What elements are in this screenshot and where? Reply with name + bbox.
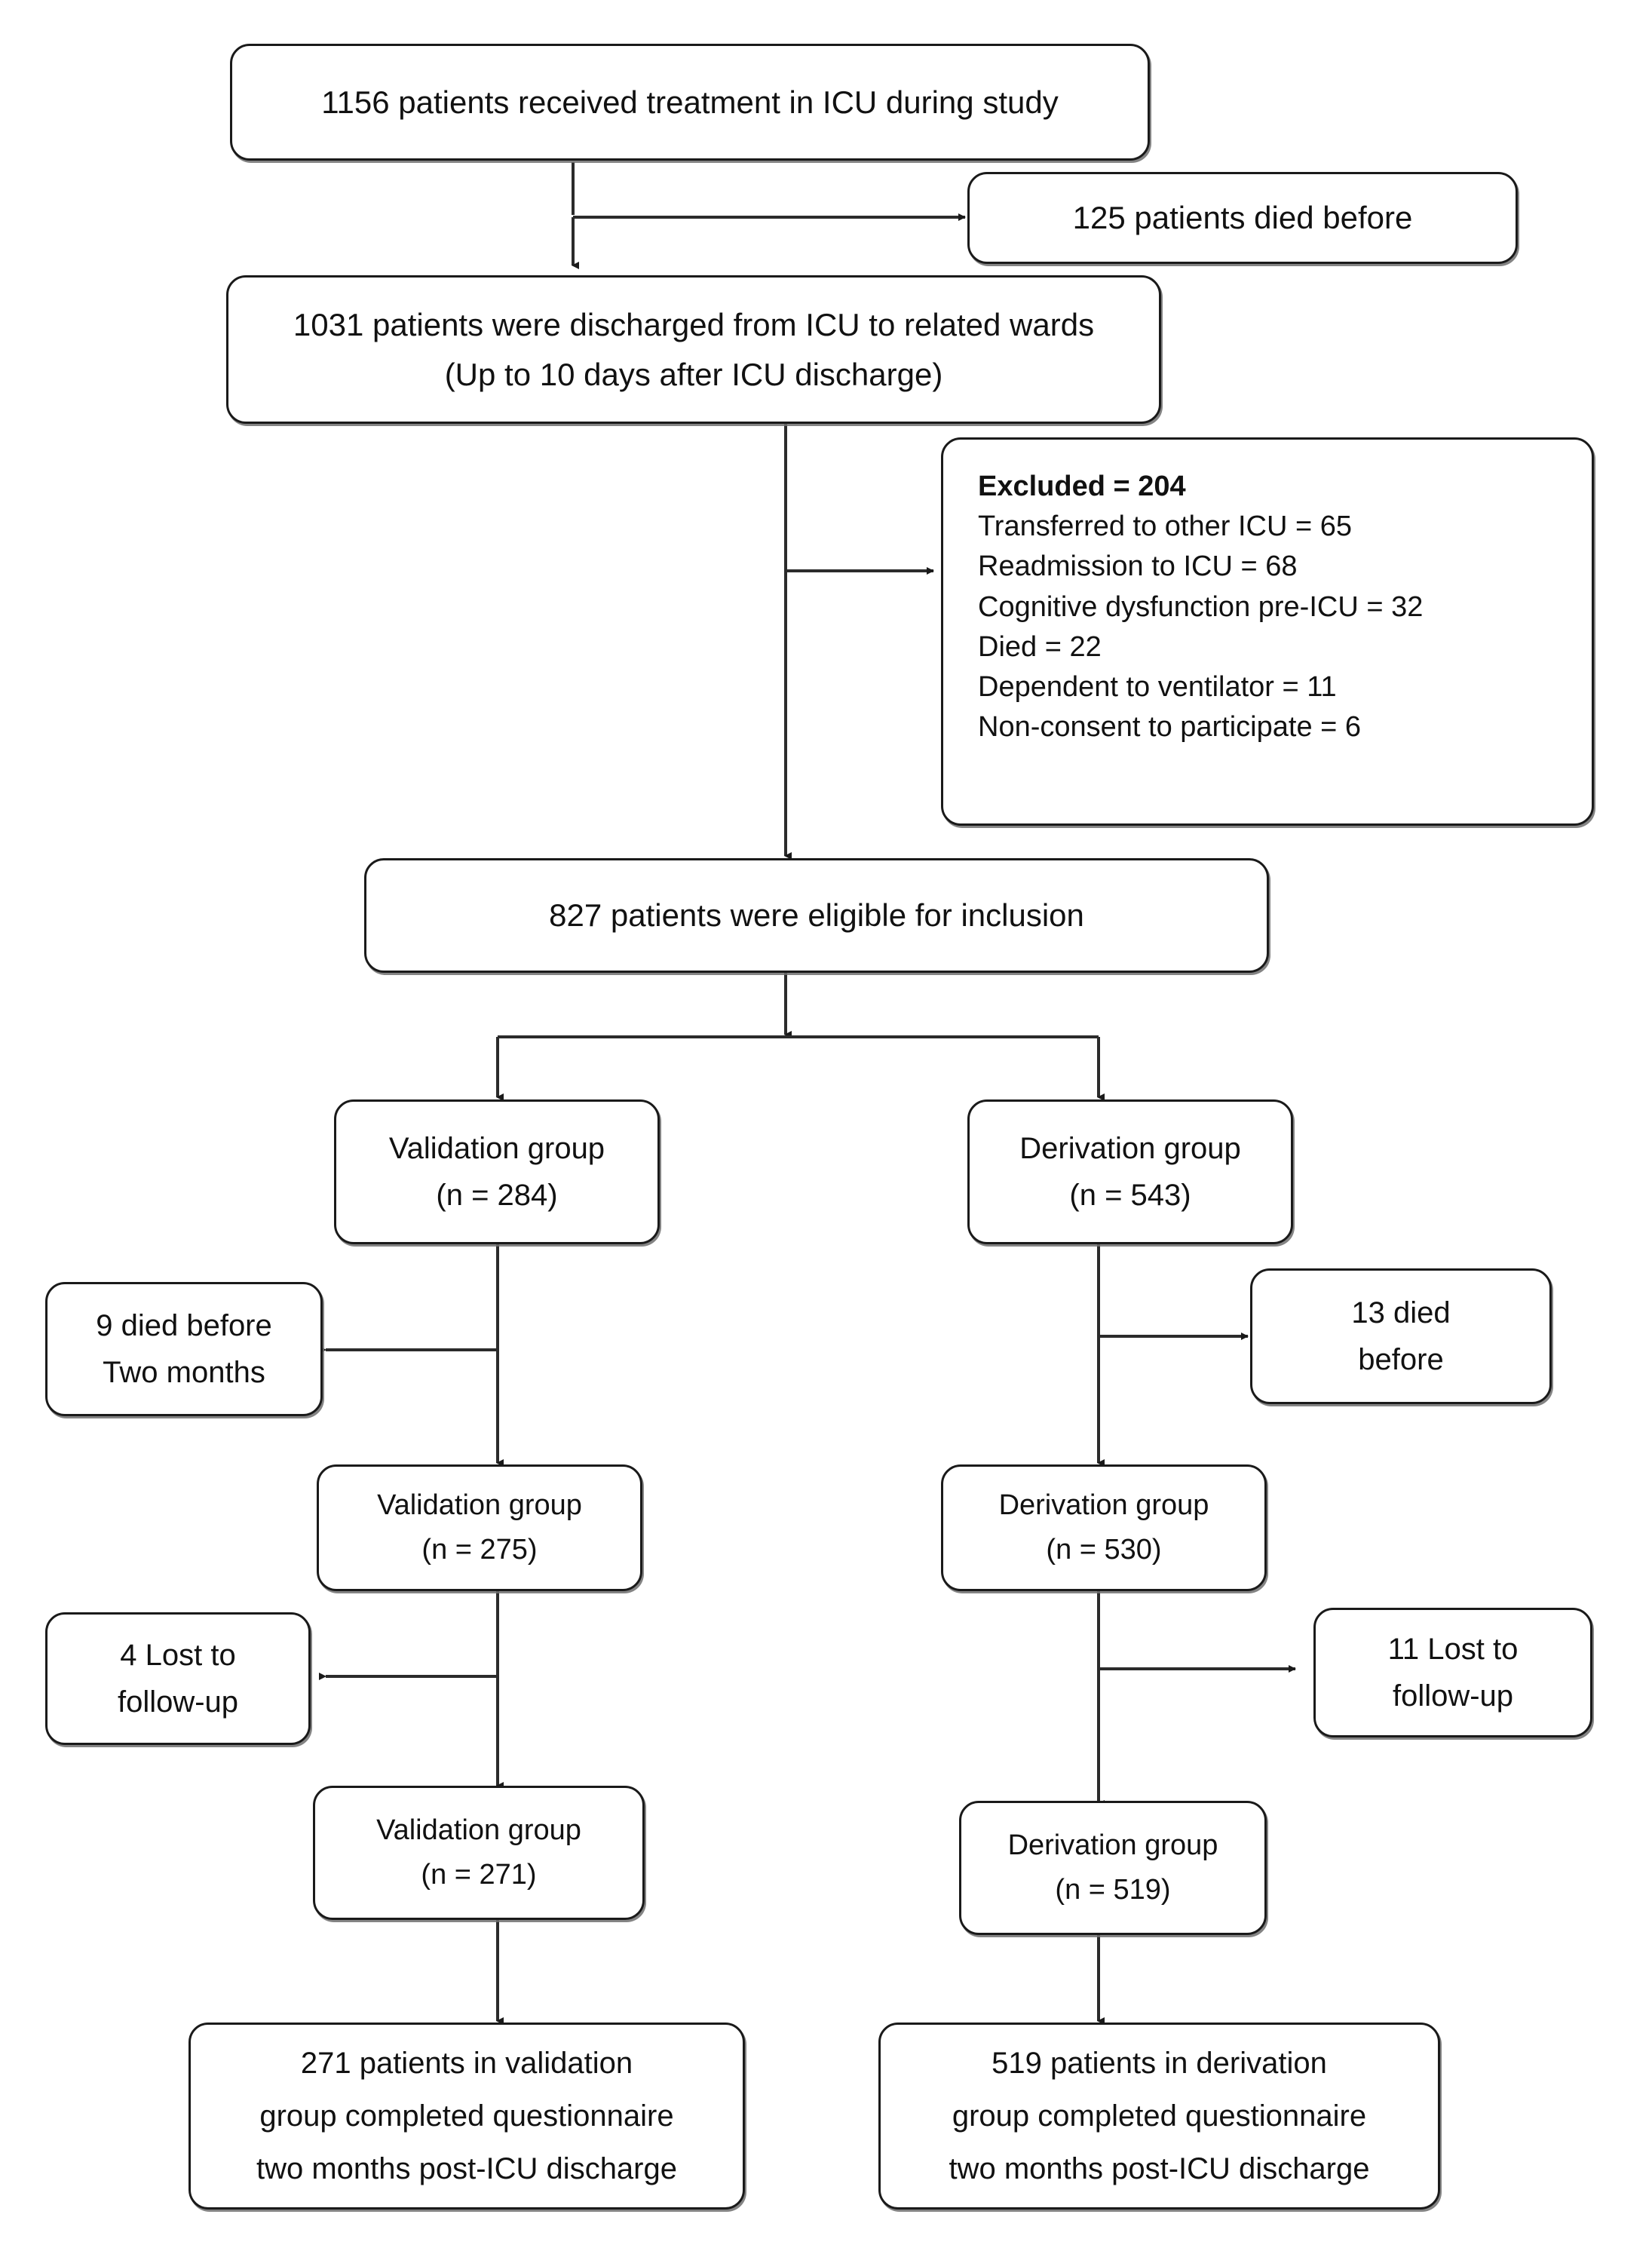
- node-validation-271-line-2: (n = 271): [421, 1859, 537, 1891]
- node-lost-11-line-2: follow-up: [1392, 1679, 1514, 1713]
- node-final-derivation-line-1: 519 patients in derivation: [992, 2047, 1327, 2080]
- node-died-9-line-1: 9 died before: [96, 1309, 272, 1342]
- node-died-before-125-line-1: 125 patients died before: [1072, 200, 1413, 235]
- node-final-validation-line-3: two months post-ICU discharge: [256, 2152, 677, 2185]
- node-derivation-530: Derivation group (n = 530): [941, 1464, 1267, 1591]
- node-died-13-line-2: before: [1358, 1343, 1444, 1376]
- node-excluded-item-1: Transferred to other ICU = 65: [978, 511, 1352, 543]
- node-lost-11: 11 Lost to follow-up: [1313, 1608, 1592, 1737]
- node-eligible-line-1: 827 patients were eligible for inclusion: [549, 897, 1084, 933]
- node-excluded: Excluded = 204 Transferred to other ICU …: [941, 437, 1594, 826]
- node-eligible: 827 patients were eligible for inclusion: [364, 858, 1269, 973]
- node-discharged-line-2: (Up to 10 days after ICU discharge): [444, 356, 943, 392]
- node-validation-284: Validation group (n = 284): [334, 1099, 660, 1244]
- node-validation-284-line-2: (n = 284): [436, 1179, 558, 1212]
- node-excluded-item-6: Non-consent to participate = 6: [978, 711, 1362, 744]
- node-died-9-line-2: Two months: [103, 1356, 265, 1389]
- node-excluded-item-3: Cognitive dysfunction pre-ICU = 32: [978, 590, 1424, 623]
- node-validation-275-line-1: Validation group: [377, 1489, 582, 1522]
- node-treated-line-1: 1156 patients received treatment in ICU …: [321, 84, 1059, 120]
- node-derivation-530-line-2: (n = 530): [1046, 1534, 1162, 1566]
- node-validation-284-line-1: Validation group: [388, 1132, 605, 1165]
- node-final-derivation-line-2: group completed questionnaire: [952, 2099, 1367, 2133]
- node-derivation-543-line-2: (n = 543): [1069, 1179, 1191, 1212]
- node-discharged: 1031 patients were discharged from ICU t…: [226, 275, 1161, 424]
- node-died-13: 13 died before: [1250, 1268, 1552, 1404]
- node-excluded-item-2: Readmission to ICU = 68: [978, 550, 1298, 583]
- node-lost-11-line-1: 11 Lost to: [1387, 1633, 1519, 1666]
- node-died-9: 9 died before Two months: [45, 1282, 323, 1416]
- node-derivation-543: Derivation group (n = 543): [967, 1099, 1293, 1244]
- node-died-13-line-1: 13 died: [1351, 1296, 1451, 1329]
- node-validation-271-line-1: Validation group: [376, 1814, 581, 1847]
- node-lost-4-line-1: 4 Lost to: [120, 1639, 236, 1672]
- node-derivation-519-line-2: (n = 519): [1055, 1874, 1171, 1906]
- node-lost-4-line-2: follow-up: [117, 1685, 239, 1719]
- node-final-validation-line-2: group completed questionnaire: [259, 2099, 674, 2133]
- node-excluded-item-4: Died = 22: [978, 630, 1102, 663]
- node-validation-275: Validation group (n = 275): [317, 1464, 642, 1591]
- node-derivation-543-line-1: Derivation group: [1019, 1132, 1241, 1165]
- node-final-derivation: 519 patients in derivation group complet…: [878, 2023, 1440, 2210]
- node-derivation-519: Derivation group (n = 519): [959, 1801, 1267, 1935]
- node-final-derivation-line-3: two months post-ICU discharge: [949, 2152, 1370, 2185]
- node-validation-271: Validation group (n = 271): [313, 1786, 645, 1920]
- node-final-validation: 271 patients in validation group complet…: [188, 2023, 745, 2210]
- node-final-validation-line-1: 271 patients in validation: [300, 2047, 633, 2080]
- node-lost-4: 4 Lost to follow-up: [45, 1612, 311, 1745]
- node-validation-275-line-2: (n = 275): [421, 1534, 538, 1566]
- node-derivation-519-line-1: Derivation group: [1007, 1829, 1218, 1862]
- node-treated: 1156 patients received treatment in ICU …: [230, 44, 1150, 161]
- node-died-before-125: 125 patients died before: [967, 172, 1518, 264]
- node-derivation-530-line-1: Derivation group: [998, 1489, 1209, 1522]
- node-excluded-item-5: Dependent to ventilator = 11: [978, 670, 1337, 703]
- node-discharged-line-1: 1031 patients were discharged from ICU t…: [293, 307, 1095, 343]
- node-excluded-heading: Excluded = 204: [978, 471, 1186, 502]
